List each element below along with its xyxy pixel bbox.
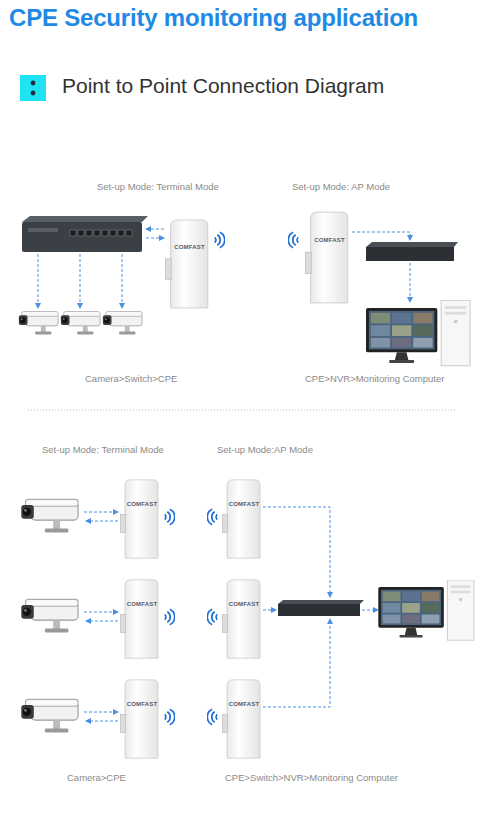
network-switch (22, 216, 148, 252)
mode-label: Set-up Mode: AP Mode (292, 182, 390, 193)
cpe-outline (120, 678, 160, 760)
section-divider (28, 410, 455, 411)
brand-logo: COMFAST (120, 701, 160, 707)
cpe-device: COMFAST (222, 678, 262, 760)
cpe-device: COMFAST (165, 218, 210, 310)
cpe-device: COMFAST (222, 478, 262, 560)
cpe-outline (222, 478, 262, 560)
monitoring-computer (366, 300, 474, 640)
cpe-device: COMFAST (120, 678, 160, 760)
nvr-recorder (278, 242, 458, 616)
brand-logo: COMFAST (120, 601, 160, 607)
subheading: Point to Point Connection Diagram (62, 74, 384, 98)
cpe-outline (120, 578, 160, 660)
brand-logo: COMFAST (165, 244, 210, 250)
cpe-device: COMFAST (222, 578, 262, 660)
subheading-icon (20, 75, 46, 101)
cpe-outline (305, 210, 350, 305)
chain-caption: CPE>Switch>NVR>Monitoring Computer (225, 773, 398, 784)
chain-caption: CPE>NVR>Monitoring Computer (305, 374, 444, 385)
cpe-outline (222, 578, 262, 660)
brand-logo: COMFAST (120, 501, 160, 507)
brand-logo: COMFAST (222, 601, 262, 607)
cpe-device: COMFAST (305, 210, 350, 305)
cable-lines (38, 229, 410, 721)
mode-label: Set-up Mode: Terminal Mode (42, 445, 164, 456)
brand-logo: COMFAST (222, 501, 262, 507)
cpe-outline (165, 218, 210, 310)
cpe-device: COMFAST (120, 578, 160, 660)
mode-label: Set-up Mode: Terminal Mode (97, 182, 219, 193)
cpe-outline (120, 478, 160, 560)
chain-caption: Camera>Switch>CPE (85, 374, 177, 385)
brand-logo: COMFAST (305, 237, 350, 243)
cpe-device: COMFAST (120, 478, 160, 560)
page-title: CPE Security monitoring application (9, 4, 418, 32)
cpe-outline (222, 678, 262, 760)
chain-caption: Camera>CPE (67, 773, 126, 784)
mode-label: Set-up Mode:AP Mode (217, 445, 313, 456)
brand-logo: COMFAST (222, 701, 262, 707)
